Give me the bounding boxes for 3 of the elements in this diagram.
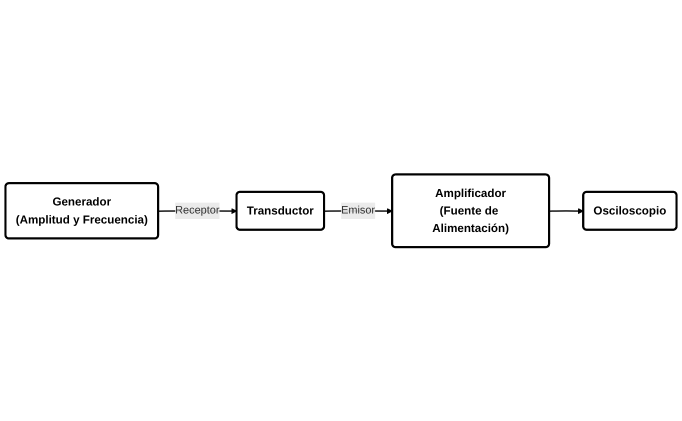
edge-label: Receptor [175,204,220,216]
edge-label: Emisor [341,204,376,216]
arrow [549,208,584,214]
